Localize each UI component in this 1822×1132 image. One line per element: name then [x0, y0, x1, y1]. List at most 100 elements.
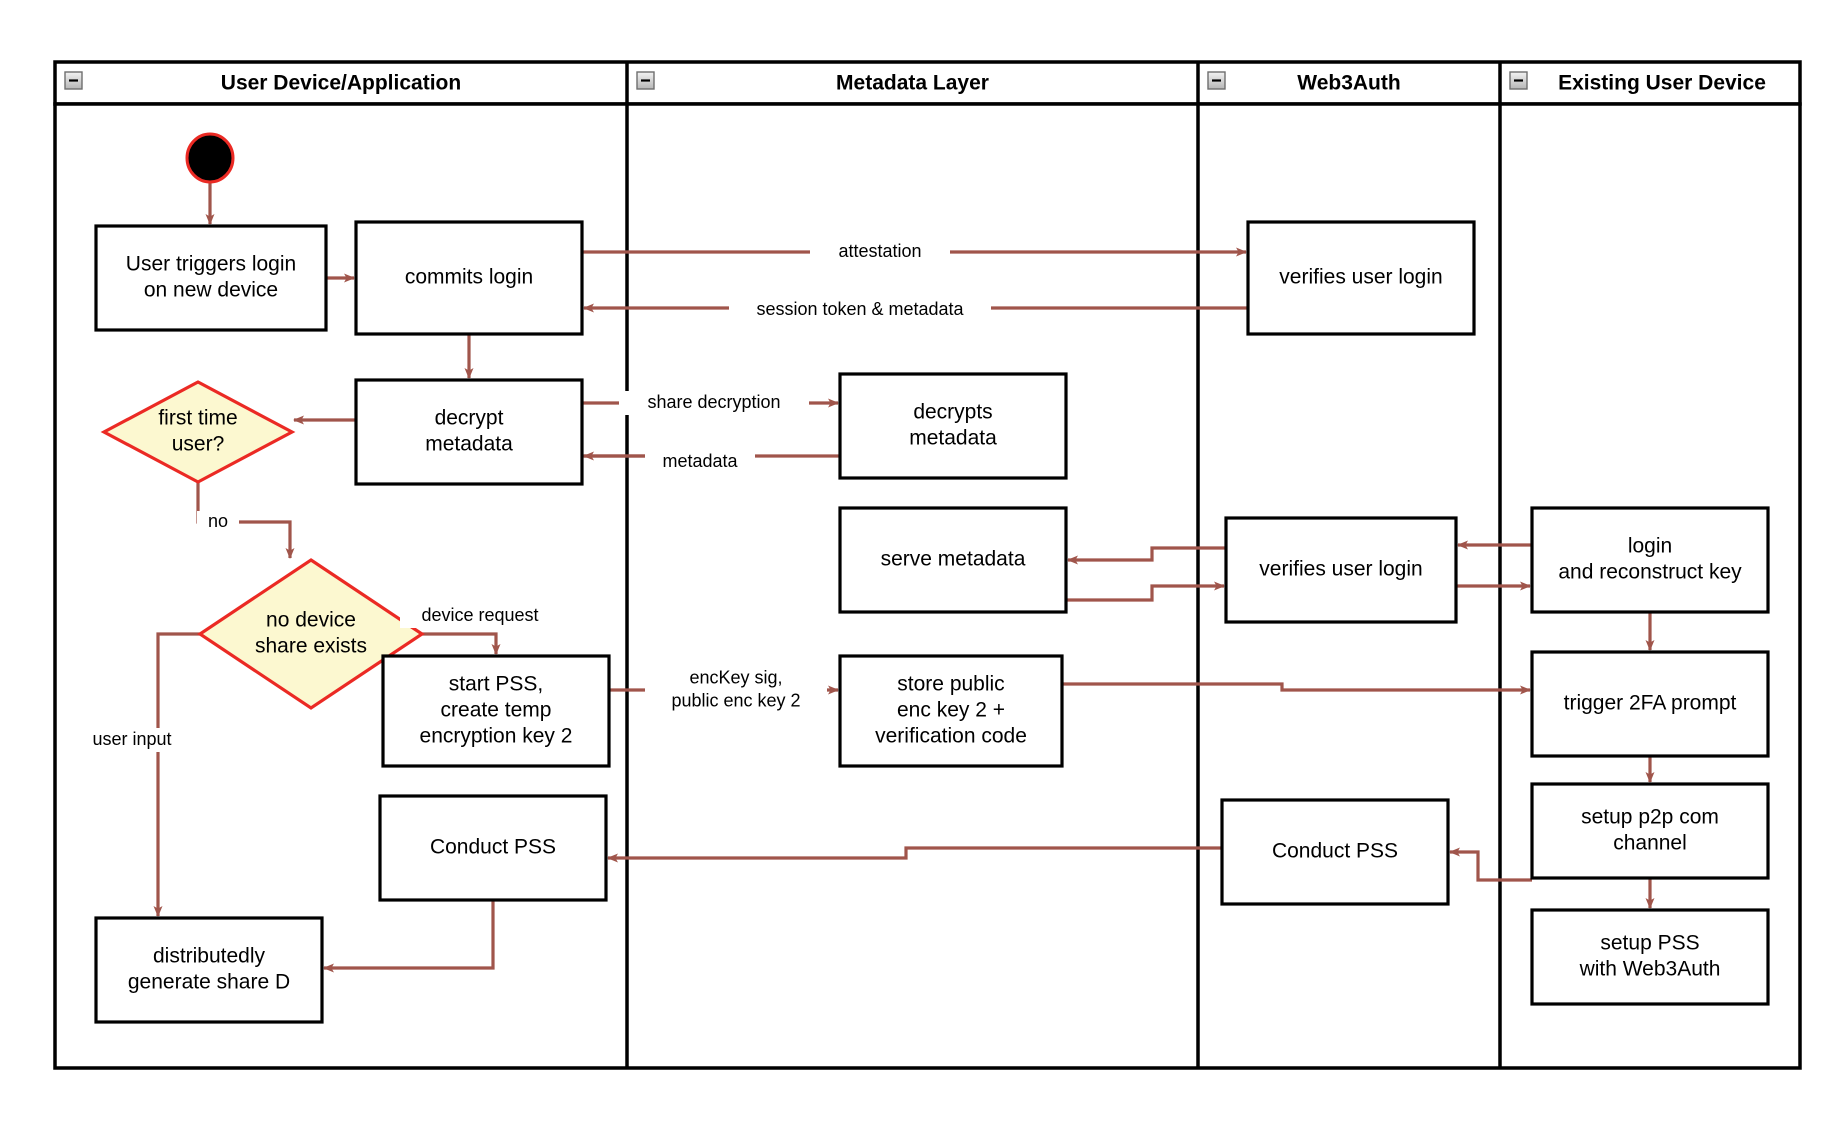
edge-label-share-decryption: share decryption	[647, 392, 780, 412]
label-backdrop	[645, 450, 755, 474]
node-verifies-user-login-bottom[interactable]: verifies user login	[1224, 516, 1458, 624]
edge-serve-metadata-to-verifies	[1066, 581, 1225, 602]
edge-no-branch	[196, 482, 295, 559]
collapse-minus-icon[interactable]	[1207, 71, 1226, 90]
edge-labels-layer: attestation session token & metadata share…	[74, 240, 991, 752]
edge-conduct-pss-to-share-d	[323, 900, 495, 973]
node-label-store-public-key-line-2: verification code	[875, 725, 1027, 748]
lane-title-lane-user-device: User Device/Application	[221, 72, 461, 95]
node-conduct-pss-user-device[interactable]: Conduct PSS	[378, 794, 608, 902]
lane-title-lane-existing-device: Existing User Device	[1558, 72, 1766, 95]
node-label-conduct-pss-user-line-0: Conduct PSS	[430, 836, 556, 859]
edge-label-session-token: session token & metadata	[756, 299, 964, 319]
collapse-minus-icon[interactable]	[1509, 71, 1528, 90]
node-label-setup-p2p-line-0: setup p2p com	[1581, 806, 1719, 829]
node-decrypt-metadata[interactable]: decrypt metadata	[354, 378, 584, 486]
node-distributedly-generate-share-d[interactable]: distributedly generate share D	[94, 916, 324, 1024]
node-shape[interactable]	[838, 372, 1068, 480]
node-setup-p2p-com-channel[interactable]: setup p2p com channel	[1530, 782, 1770, 880]
swimlane-lane-existing-device: Existing User Device	[1498, 62, 1766, 1068]
node-label-no-device-share-line-0: no device	[266, 609, 356, 632]
edge-label-enckey-0: encKey sig,	[689, 667, 782, 687]
node-verifies-user-login-top[interactable]: verifies user login	[1246, 220, 1476, 336]
node-label-start-pss-temp-key-line-1: create temp	[441, 699, 552, 722]
edge-verifies-to-serve-metadata	[1067, 546, 1226, 565]
node-label-no-device-share-line-1: share exists	[255, 635, 367, 658]
node-shape[interactable]	[1220, 798, 1450, 906]
node-label-login-reconstruct-line-0: login	[1628, 535, 1672, 558]
swimlane-lane-user-device: User Device/Application	[64, 71, 461, 95]
node-label-user-triggers-login-line-1: on new device	[144, 279, 278, 302]
node-label-start-pss-temp-key-line-0: start PSS,	[449, 673, 544, 696]
node-user-triggers-login[interactable]: User triggers login on new device	[94, 224, 328, 332]
node-shape[interactable]	[1246, 220, 1476, 336]
decision-shape[interactable]	[197, 558, 425, 710]
edge-label-metadata: metadata	[662, 451, 738, 471]
node-serve-metadata[interactable]: serve metadata	[838, 506, 1068, 614]
node-shape[interactable]	[1530, 782, 1770, 880]
decision-no-device-share-exists[interactable]: no device share exists	[197, 558, 425, 710]
label-backdrop	[400, 604, 560, 628]
start-node[interactable]	[185, 132, 235, 184]
start-circle[interactable]	[185, 132, 235, 184]
node-conduct-pss-web3auth[interactable]: Conduct PSS	[1220, 798, 1450, 906]
node-shape[interactable]	[838, 506, 1068, 614]
node-shape[interactable]	[381, 654, 611, 768]
node-label-login-reconstruct-line-1: and reconstruct key	[1558, 561, 1742, 584]
label-backdrop	[197, 511, 239, 533]
swimlane-lane-metadata: Metadata Layer	[625, 62, 989, 1068]
edge-label-no: no	[208, 511, 228, 531]
node-label-decrypt-metadata-line-0: decrypt	[435, 407, 504, 430]
node-shape[interactable]	[378, 794, 608, 902]
node-shape[interactable]	[1530, 650, 1770, 758]
node-commits-login[interactable]: commits login	[354, 220, 584, 336]
node-shape[interactable]	[1530, 908, 1770, 1006]
lane-title-lane-web3auth: Web3Auth	[1297, 72, 1400, 95]
node-shape[interactable]	[94, 916, 324, 1024]
node-decrypts-metadata[interactable]: decrypts metadata	[838, 372, 1068, 480]
node-label-trigger-2fa-line-0: trigger 2FA prompt	[1564, 692, 1737, 715]
collapse-minus-icon[interactable]	[64, 71, 83, 90]
label-backdrop	[810, 240, 950, 264]
node-label-verifies-user-login-1-line-0: verifies user login	[1279, 266, 1442, 289]
node-label-setup-pss-web3auth-line-1: with Web3Auth	[1579, 958, 1721, 981]
node-label-serve-metadata-line-0: serve metadata	[881, 548, 1026, 571]
edge-setup-pss-to-conduct-pss	[1449, 847, 1532, 882]
node-login-and-reconstruct-key[interactable]: login and reconstruct key	[1530, 506, 1770, 614]
node-label-commits-login-line-0: commits login	[405, 266, 533, 289]
node-label-decrypts-metadata-line-1: metadata	[909, 427, 997, 450]
decision-shape[interactable]	[100, 380, 296, 484]
node-shape[interactable]	[1224, 516, 1458, 624]
edge-label-device-request: device request	[421, 605, 538, 625]
node-label-user-triggers-login-line-0: User triggers login	[126, 253, 296, 276]
edge-user-input	[153, 632, 200, 917]
node-shape[interactable]	[1530, 506, 1770, 614]
node-label-start-pss-temp-key-line-2: encryption key 2	[420, 725, 573, 748]
node-shape[interactable]	[354, 378, 584, 486]
node-label-decrypts-metadata-line-0: decrypts	[913, 401, 992, 424]
node-label-decrypt-metadata-line-1: metadata	[425, 433, 513, 456]
node-label-store-public-key-line-1: enc key 2 +	[897, 699, 1005, 722]
node-label-distributed-share-d-line-0: distributedly	[153, 945, 266, 968]
node-shape[interactable]	[354, 220, 584, 336]
node-start-pss-create-temp-key[interactable]: start PSS, create temp encryption key 2	[381, 654, 611, 768]
nodes-layer: User triggers login on new device commits …	[94, 132, 1770, 1024]
node-label-first-time-user-line-1: user?	[172, 433, 225, 456]
collapse-minus-icon[interactable]	[636, 71, 655, 90]
node-trigger-2fa-prompt[interactable]: trigger 2FA prompt	[1530, 650, 1770, 758]
node-label-setup-p2p-line-1: channel	[1613, 832, 1687, 855]
edge-label-user-input: user input	[92, 729, 171, 749]
edge-device-request	[422, 632, 501, 655]
node-shape[interactable]	[94, 224, 328, 332]
edge-label-enckey-1: public enc key 2	[671, 690, 800, 710]
label-backdrop	[74, 728, 190, 752]
node-shape[interactable]	[838, 654, 1064, 768]
node-label-verifies-user-login-2-line-0: verifies user login	[1259, 558, 1422, 581]
edge-label-attestation: attestation	[838, 241, 921, 261]
node-label-distributed-share-d-line-1: generate share D	[128, 971, 290, 994]
lane-title-lane-metadata: Metadata Layer	[836, 72, 989, 95]
label-backdrop	[619, 391, 809, 415]
